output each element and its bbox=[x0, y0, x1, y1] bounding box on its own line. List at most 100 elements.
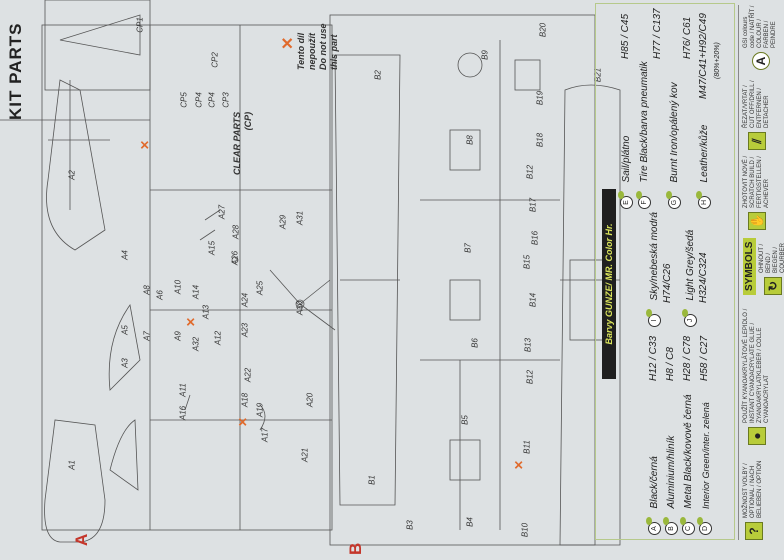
part-label: A27 bbox=[217, 204, 227, 220]
canopy-cp1 bbox=[59, 14, 141, 56]
color-code: H74/C26 bbox=[662, 263, 673, 303]
color-name: Sail/plátno bbox=[621, 135, 632, 183]
part-label: A5 bbox=[120, 325, 130, 335]
part-label: A10 bbox=[173, 279, 183, 295]
part-label: A22 bbox=[243, 367, 253, 383]
part-label: A20 bbox=[305, 392, 315, 408]
part-label: B1 bbox=[367, 475, 377, 485]
part-label: B4 bbox=[465, 517, 475, 527]
color-badge-icon: B bbox=[665, 522, 678, 535]
symbol-scratch-build: ✋ZHOTOVIT NOVÉ / SCRATCH BUILD / FERTIGS… bbox=[743, 155, 771, 230]
hand-icon: ✋ bbox=[748, 212, 766, 230]
color-code: H58 / C27 bbox=[699, 335, 710, 381]
color-row: C Metal Black/kovově černá bbox=[682, 394, 695, 535]
part-label: A24 bbox=[240, 292, 250, 308]
x-mark-icon: ✕ bbox=[236, 416, 250, 427]
x-mark-icon: ✕ bbox=[138, 139, 152, 150]
part-label: B8 bbox=[465, 135, 475, 145]
color-badge-icon: D bbox=[699, 522, 712, 535]
part-label: B7 bbox=[463, 243, 473, 253]
question-icon: ? bbox=[744, 522, 763, 540]
color-badge-icon: A bbox=[648, 522, 661, 535]
color-mix-note: (80%+20%) bbox=[714, 42, 721, 79]
part-label: A4 bbox=[120, 250, 130, 260]
part-label: B3 bbox=[405, 520, 415, 530]
part-label: A13 bbox=[201, 304, 211, 320]
color-row: E Sail/plátno bbox=[620, 136, 633, 209]
part-label: A6 bbox=[155, 290, 165, 300]
engine-b9 bbox=[457, 52, 483, 78]
symbols-legend: ?MOŽNOST VOLBY / OPTIONAL / NACH BELIEBE… bbox=[738, 5, 784, 540]
part-label: B13 bbox=[523, 337, 533, 353]
sprue-a-label: A bbox=[72, 533, 91, 546]
part-label: A12 bbox=[213, 330, 223, 346]
part-label: A19 bbox=[255, 402, 265, 418]
fuselage-a2 bbox=[46, 79, 106, 251]
x-mark-icon: ✕ bbox=[512, 459, 526, 470]
color-row: J Light Grey/šedá bbox=[684, 230, 697, 327]
colour-code-icon: A bbox=[751, 52, 770, 70]
part-label: A3 bbox=[120, 358, 130, 368]
part-label: A18 bbox=[240, 392, 250, 408]
color-code: M47/C41+H92/C49 bbox=[698, 13, 709, 99]
symbol-bend: ↻OHNOUT / BEND / BIEGEN / COURBER bbox=[759, 235, 784, 295]
color-badge-icon: I bbox=[648, 314, 661, 327]
clear-parts-label: CLEAR PARTS bbox=[232, 111, 242, 175]
color-row: I Sky/nebeská modrá bbox=[648, 212, 661, 327]
part-label: B6 bbox=[470, 338, 480, 348]
color-name: Tire Black/barva pneumatik bbox=[639, 61, 650, 183]
symbols-label: SYMBOLS bbox=[743, 237, 756, 295]
part-label: A14 bbox=[191, 284, 201, 300]
color-code: H76/ C61 bbox=[682, 16, 693, 59]
part-label: B18 bbox=[535, 132, 545, 148]
part-label: B11 bbox=[522, 440, 532, 454]
sprue-b-label: B bbox=[346, 542, 365, 555]
color-badge-icon: H bbox=[698, 196, 711, 209]
symbol-glue: ● POUŽÍT KYANOAKRYLÁTOVÉ LEPIDLO / INSTAN… bbox=[743, 300, 771, 445]
symbol-text: OHNOUT / BEND / BIEGEN / COURBER bbox=[759, 242, 784, 273]
color-badge-icon: C bbox=[682, 522, 695, 535]
symbol-text: ŘEZAT/VRTAT / CUT OFF/DRILL / ENTFERNEN … bbox=[743, 80, 770, 128]
part-label: A25 bbox=[255, 280, 265, 296]
page-title: KIT PARTS bbox=[6, 22, 25, 120]
color-row: G Burnt Iron/opálený kov bbox=[668, 82, 681, 209]
glue-drop-icon: ● bbox=[748, 427, 766, 445]
part-label: CP5 bbox=[179, 92, 189, 108]
color-row: A Black/černá bbox=[648, 456, 661, 535]
part-label: A8 bbox=[142, 285, 152, 295]
part-label: A17 bbox=[260, 427, 270, 443]
part-label: CP2 bbox=[210, 52, 220, 68]
part-label: B10 bbox=[520, 522, 530, 538]
part-label: CP4 bbox=[207, 92, 217, 108]
fuselage-a1 bbox=[44, 419, 106, 543]
part-label: A30 bbox=[295, 300, 305, 316]
x-mark-icon: ✕ bbox=[184, 316, 198, 327]
color-name: Sky/nebeská modrá bbox=[649, 212, 660, 301]
part-label: A11 bbox=[178, 383, 188, 397]
part-label: A7 bbox=[142, 331, 152, 341]
symbol-text: GSI colours code / NATŘÍT / COLOUR / FAR… bbox=[743, 5, 777, 48]
do-not-use-x-icon: ✕ bbox=[280, 36, 297, 50]
part-label: CP1 bbox=[135, 17, 145, 33]
part-label: B17 bbox=[528, 197, 538, 213]
symbol-colour-code: A GSI colours code / NATŘÍT / COLOUR / FA… bbox=[743, 5, 778, 70]
wing-b2 bbox=[334, 54, 401, 506]
part-label: A32 bbox=[191, 336, 201, 352]
part-label: A9 bbox=[173, 331, 183, 341]
color-code: H28 / C78 bbox=[682, 335, 693, 381]
symbol-text: POUŽÍT KYANOAKRYLÁTOVÉ LEPIDLO / INSTANT… bbox=[743, 308, 770, 423]
color-badge-icon: E bbox=[620, 196, 633, 209]
part-label: A1 bbox=[67, 460, 77, 470]
part-label: A31 bbox=[295, 210, 305, 226]
part-label: A29 bbox=[278, 214, 288, 230]
color-code: H8 / C8 bbox=[665, 347, 676, 381]
color-code: H324/C324 bbox=[698, 252, 709, 303]
clear-parts-sub: (CP) bbox=[243, 111, 253, 131]
part-label: A16 bbox=[178, 405, 188, 421]
part-label: A23 bbox=[240, 322, 250, 338]
color-row: F Tire Black/barva pneumatik bbox=[638, 61, 651, 209]
part-label: B15 bbox=[522, 254, 532, 270]
sprue-a-frame bbox=[41, 24, 333, 531]
